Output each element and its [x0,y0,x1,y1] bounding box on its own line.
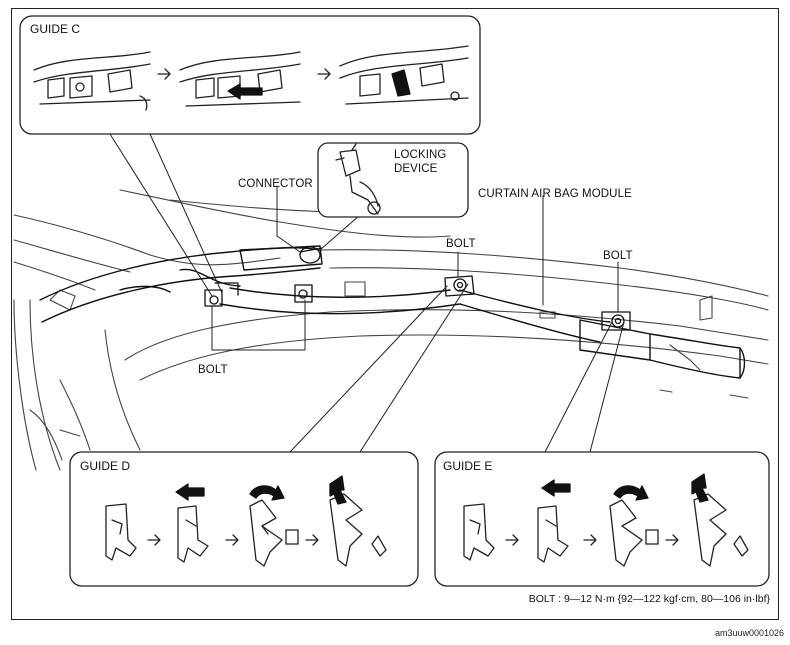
vehicle-body-outline [13,189,769,471]
locking-device-label-line1: LOCKING [394,149,447,161]
torque-specification: BOLT : 9—12 N·m {92—122 kgf·cm, 80—106 i… [528,593,770,605]
bolt-right-label: BOLT [603,250,633,262]
guide-c-pull-arrow [227,83,263,100]
curtain-air-bag [39,245,746,379]
figure-frame [11,8,779,620]
guide-e-box [434,451,770,587]
left-bolts [204,282,313,307]
guide-c-box [19,15,481,135]
callout-lines [109,133,625,453]
guide-d-title: GUIDE D [80,459,131,473]
guide-c-title: GUIDE C [30,22,81,36]
connector-part [299,246,323,264]
connector-label: CONNECTOR [238,178,313,190]
right-bolt [601,311,631,331]
guide-d-arrow-left [175,483,205,501]
guide-c-release-mark [391,69,411,97]
figure-code: am3uuw0001026 [714,628,784,638]
guide-d-arrow-up [329,475,347,505]
bolt-left-label: BOLT [198,364,228,376]
locking-device-inset [317,142,469,218]
center-bolt [444,275,475,297]
guide-e-arrow-up [691,473,709,503]
curtain-air-bag-module-label: CURTAIN AIR BAG MODULE [478,188,632,200]
guide-e-arrow-curve [613,485,649,501]
guide-e-arrow-left [541,479,571,497]
guide-e-title: GUIDE E [443,459,493,473]
locking-device-label-line2: DEVICE [394,163,438,175]
guide-d-arrow-curve [249,485,285,501]
bolt-center-label: BOLT [446,238,476,250]
